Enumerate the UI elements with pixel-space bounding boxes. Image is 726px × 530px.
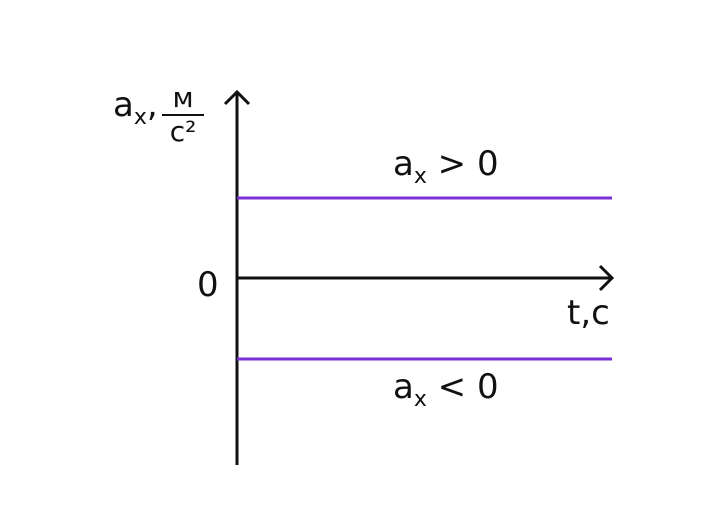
positive-line-label: ax > 0 (393, 144, 499, 188)
unit-numerator: м (172, 81, 194, 114)
origin-label: 0 (197, 265, 219, 305)
negative-line-label: ax < 0 (393, 367, 499, 411)
label-rest: > 0 (426, 144, 499, 184)
y-axis-arrow-icon (223, 89, 251, 106)
x-axis-label: t,c (567, 293, 610, 333)
label-subscript: x (413, 387, 427, 412)
unit-denominator: с² (169, 115, 197, 148)
y-axis-label: ax, (113, 85, 158, 129)
y-subscript: x (133, 105, 147, 130)
label-rest: < 0 (426, 367, 499, 407)
fraction-bar (162, 114, 204, 116)
y-separator: , (146, 85, 158, 125)
x-axis-arrow-icon (598, 264, 615, 292)
label-symbol: a (393, 367, 414, 407)
y-axis-unit: м с² (162, 84, 204, 146)
label-symbol: a (393, 144, 414, 184)
y-symbol: a (113, 85, 134, 125)
label-subscript: x (413, 164, 427, 189)
